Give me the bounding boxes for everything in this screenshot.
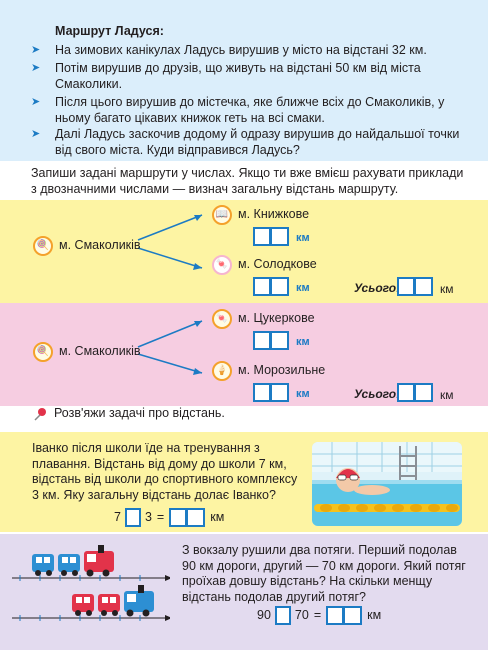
task-heading: Розв'яжи задачі про відстань.: [34, 406, 225, 422]
route-2-total-answer[interactable]: [397, 383, 433, 402]
route-1-start: 🍭 м. Смаколиків: [33, 236, 141, 256]
route-1-total-answer[interactable]: [397, 277, 433, 296]
trains-illustration: [12, 545, 170, 621]
answer-digit-box[interactable]: [271, 227, 289, 246]
route-2-dest-1-label: м. Цукеркове: [238, 311, 315, 326]
route-1-dest-2-answer[interactable]: [253, 277, 289, 296]
operator-box[interactable]: [274, 606, 291, 625]
route-1-dest-1-label: м. Книжкове: [238, 207, 310, 222]
route-2-dest-2: 🍦 м. Морозильне: [212, 361, 325, 381]
city-candy-icon: 🍭: [33, 236, 53, 256]
route-1-lines: [137, 214, 203, 270]
answer-digit-box[interactable]: [253, 383, 271, 402]
route-2-panel: 🍭 м. Смаколиків 🍬 м. Цукеркове км 🍦 м. М…: [0, 303, 488, 406]
story-title: Маршрут Ладуся:: [55, 24, 164, 38]
answer-digit-box[interactable]: [271, 331, 289, 350]
answer-digit-box[interactable]: [415, 383, 433, 402]
answer-digit-box[interactable]: [253, 277, 271, 296]
route-2-dest-2-label: м. Морозильне: [238, 363, 326, 378]
story-bullet-text: Далі Ладусь заскочив додому й одразу вир…: [55, 127, 460, 157]
route-2-lines: [137, 320, 203, 375]
story-bullet-text: Після цього вирушив до містечка, яке бли…: [55, 95, 445, 125]
answer-digit-box[interactable]: [415, 277, 433, 296]
answer-digit-box[interactable]: [326, 606, 345, 625]
operator-box[interactable]: [124, 508, 141, 527]
problem-1-equation: 7 3 = км: [114, 508, 229, 527]
answer-digit-box[interactable]: [271, 383, 289, 402]
story-bullet-text: Потім вирушив до друзів, що живуть на ві…: [55, 61, 421, 91]
unit-label: км: [367, 607, 382, 622]
answer-digit-box[interactable]: [253, 227, 271, 246]
unit-label: км: [296, 336, 310, 348]
answer-digit-box[interactable]: [397, 277, 415, 296]
problem-2-text: З вокзалу рушили два потяги. Перший подо…: [182, 543, 466, 604]
route-2-dest-1: 🍬 м. Цукеркове: [212, 309, 315, 329]
problem-1-text: Іванко після школи їде на тренування з п…: [32, 441, 298, 502]
answer-digit-box[interactable]: [187, 508, 206, 527]
unit-label: км: [296, 232, 310, 244]
arrow-icon: ➤: [31, 128, 41, 140]
operand-a: 90: [257, 607, 271, 622]
pushpin-icon: [34, 407, 46, 421]
route-1-dest-1-answer[interactable]: [253, 227, 289, 246]
problem-1-answer[interactable]: [169, 508, 206, 527]
unit-label: км: [210, 509, 225, 524]
instruction-text: Запиши задані маршрути у числах. Якщо ти…: [31, 166, 464, 196]
arrow-icon: ➤: [31, 62, 41, 74]
answer-digit-box[interactable]: [344, 606, 363, 625]
answer-digit-box[interactable]: [253, 331, 271, 350]
unit-label: км: [296, 388, 310, 400]
total-label: Усього:: [354, 387, 401, 401]
total-label: Усього:: [354, 281, 401, 295]
city-sweets-icon: 🍬: [212, 309, 232, 329]
city-ice-cream-icon: 🍦: [212, 361, 232, 381]
equals-sign: =: [156, 509, 165, 524]
route-story-panel: Маршрут Ладуся: ➤ На зимових канікулах Л…: [0, 0, 488, 161]
route-1-panel: 🍭 м. Смаколиків 📖 м. Книжкове км 🍬 м. Со…: [0, 200, 488, 303]
arrow-icon: ➤: [31, 96, 41, 108]
route-2-start: 🍭 м. Смаколиків: [33, 342, 141, 362]
city-book-icon: 📖: [212, 205, 232, 225]
arrow-icon: ➤: [31, 44, 41, 56]
operand-b: 3: [144, 509, 152, 524]
problem-2-equation: 90 70 = км: [257, 606, 386, 625]
unit-label: км: [296, 282, 310, 294]
equals-sign: =: [313, 607, 322, 622]
city-candy-icon: 🍭: [33, 342, 53, 362]
route-1-dest-2: 🍬 м. Солодкове: [212, 255, 317, 275]
answer-digit-box[interactable]: [271, 277, 289, 296]
problem-2-answer[interactable]: [326, 606, 363, 625]
problem-2-panel: З вокзалу рушили два потяги. Перший подо…: [0, 534, 488, 650]
route-2-dest-2-answer[interactable]: [253, 383, 289, 402]
answer-digit-box[interactable]: [397, 383, 415, 402]
operand-b: 70: [294, 607, 309, 622]
route-2-start-label: м. Смаколиків: [59, 344, 141, 359]
route-1-dest-2-label: м. Солодкове: [238, 257, 317, 272]
total-unit-label: км: [440, 388, 454, 402]
route-1-start-label: м. Смаколиків: [59, 238, 141, 253]
city-sweet-icon: 🍬: [212, 255, 232, 275]
route-1-dest-1: 📖 м. Книжкове: [212, 205, 309, 225]
operand-a: 7: [114, 509, 121, 524]
answer-digit-box[interactable]: [169, 508, 188, 527]
swimming-pool-illustration: [312, 442, 462, 526]
task-heading-text: Розв'яжи задачі про відстань.: [54, 406, 225, 420]
route-2-dest-1-answer[interactable]: [253, 331, 289, 350]
total-unit-label: км: [440, 282, 454, 296]
story-bullet-text: На зимових канікулах Ладусь вирушив у мі…: [55, 43, 427, 57]
